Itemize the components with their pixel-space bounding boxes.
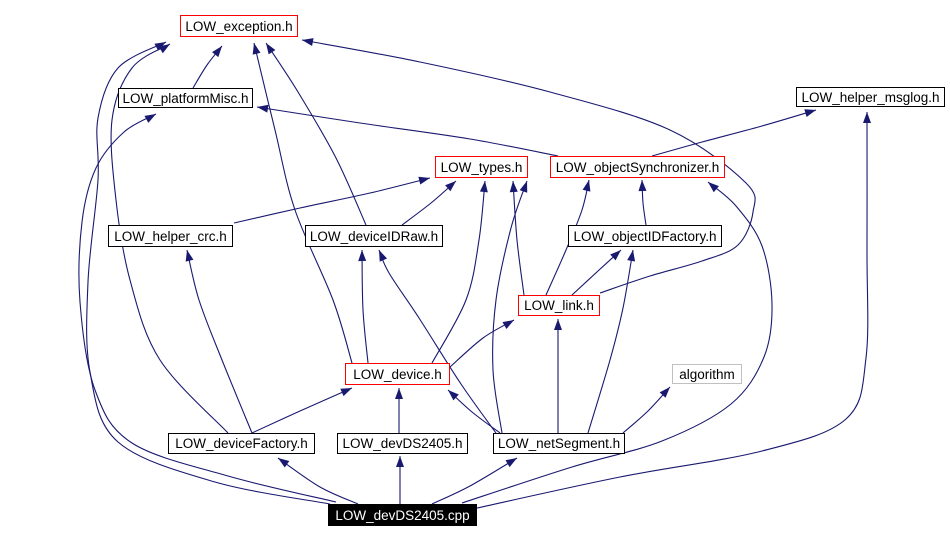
edge-objectSync-to-helperMsglog <box>651 109 817 157</box>
arrowhead <box>659 387 670 398</box>
arrowhead <box>638 180 647 192</box>
arrowhead <box>804 109 816 117</box>
arrowhead <box>302 38 314 46</box>
arrowhead <box>278 458 290 468</box>
arrowhead <box>479 181 488 193</box>
node-netSegment[interactable]: LOW_netSegment.h <box>493 433 625 454</box>
arrowhead <box>627 250 636 262</box>
arrowhead <box>252 43 261 55</box>
arrowhead <box>502 320 514 329</box>
node-exception[interactable]: LOW_exception.h <box>180 15 298 37</box>
edge-netSegment-to-device <box>447 389 501 434</box>
arrowhead <box>863 112 871 123</box>
arrowhead <box>395 388 403 399</box>
arrowhead <box>185 250 194 262</box>
node-objectIDFactory[interactable]: LOW_objectIDFactory.h <box>568 225 722 247</box>
edge-deviceFactory-to-device <box>251 387 353 434</box>
edge-devDS2405cpp-to-platformMisc <box>78 113 337 503</box>
edge-objectIDFactory-to-objectSync <box>638 179 647 226</box>
edge-devDS2405cpp-to-netSegment <box>431 457 518 505</box>
edge-devDS2405cpp-to-exception <box>86 41 331 505</box>
edge-devDS2405h-to-device <box>395 388 403 434</box>
node-device[interactable]: LOW_device.h <box>345 363 450 385</box>
node-algorithm: algorithm <box>672 364 742 384</box>
edge-deviceIDRaw-to-types <box>401 180 457 226</box>
edge-platformMisc-to-exception <box>192 45 223 89</box>
arrowhead <box>708 182 719 193</box>
arrowhead <box>358 250 367 262</box>
arrowhead <box>212 46 222 58</box>
arrowhead <box>582 180 591 192</box>
node-devDS2405cpp: LOW_devDS2405.cpp <box>328 504 477 526</box>
arrowhead <box>396 456 404 467</box>
edge-link-to-types <box>509 180 525 296</box>
arrowhead <box>340 388 352 397</box>
edge-deviceFactory-to-helperCrc <box>185 249 253 434</box>
node-objectSync[interactable]: LOW_objectSynchronizer.h <box>550 156 725 178</box>
arrowhead <box>519 181 528 193</box>
node-deviceIDRaw[interactable]: LOW_deviceIDRaw.h <box>305 225 443 247</box>
node-deviceFactory[interactable]: LOW_deviceFactory.h <box>168 433 315 454</box>
edge-device-to-deviceIDRaw <box>358 249 369 364</box>
edge-devDS2405cpp-to-devDS2405h <box>396 456 404 504</box>
edge-link-to-exception <box>301 38 756 294</box>
arrowhead <box>505 458 517 468</box>
edge-device-to-types <box>431 180 488 364</box>
arrowhead <box>144 114 156 123</box>
edge-helperCrc-to-types <box>233 176 431 224</box>
arrowhead <box>448 390 459 401</box>
edge-devDS2405cpp-to-objectSync <box>461 181 773 504</box>
node-helperMsglog[interactable]: LOW_helper_msglog.h <box>796 87 945 107</box>
node-link[interactable]: LOW_link.h <box>518 295 600 316</box>
edge-netSegment-to-algorithm <box>622 386 671 434</box>
arrowhead <box>445 181 456 192</box>
edge-netSegment-to-deviceIDRaw <box>378 249 497 434</box>
edge-link-to-objectIDFactory <box>571 249 622 296</box>
arrowhead <box>154 42 166 51</box>
edge-netSegment-to-types <box>492 180 528 434</box>
edge-netSegment-to-link <box>554 319 562 433</box>
edge-devDS2405cpp-to-deviceFactory <box>277 457 359 505</box>
node-helperCrc[interactable]: LOW_helper_crc.h <box>108 225 233 247</box>
node-devDS2405h[interactable]: LOW_devDS2405.h <box>337 433 468 454</box>
edge-objectSync-to-platformMisc <box>256 104 559 157</box>
arrowhead <box>379 250 388 262</box>
arrowhead <box>257 104 269 113</box>
edge-device-to-link <box>449 319 515 368</box>
arrowhead <box>266 43 276 55</box>
arrowhead <box>418 176 430 185</box>
edge-device-to-exception <box>252 42 353 364</box>
arrowhead <box>554 319 562 330</box>
node-platformMisc[interactable]: LOW_platformMisc.h <box>118 88 253 108</box>
edge-devDS2405cpp-to-helperMsglog <box>476 111 871 509</box>
arrowhead <box>610 250 621 261</box>
node-types[interactable]: LOW_types.h <box>435 156 528 178</box>
arrowhead <box>509 181 518 193</box>
edge-netSegment-to-objectIDFactory <box>587 249 636 434</box>
